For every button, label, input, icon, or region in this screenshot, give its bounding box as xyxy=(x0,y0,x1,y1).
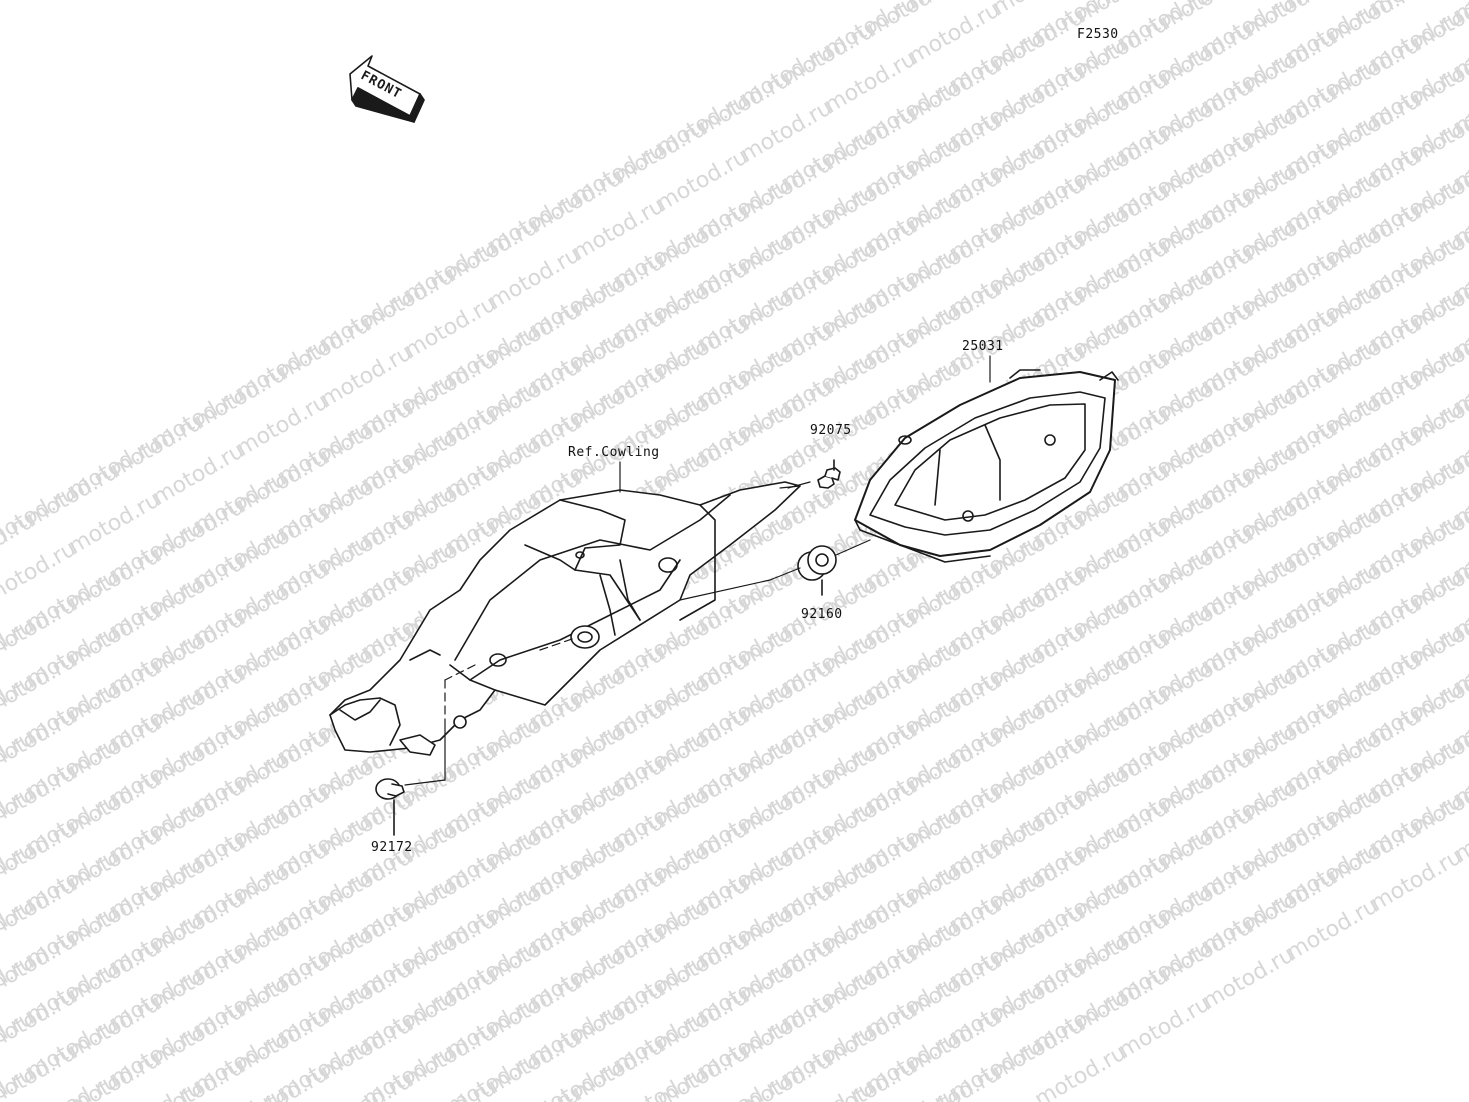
leader-lines xyxy=(404,355,991,786)
part-label-92160[interactable]: 92160 xyxy=(801,607,843,622)
bolt-92172-drawing xyxy=(375,778,405,836)
reference-cowling-label: Ref.Cowling xyxy=(568,445,660,460)
part-label-92075[interactable]: 92075 xyxy=(810,423,852,438)
meter-assembly-drawing xyxy=(854,369,1119,563)
cowling-bracket-drawing xyxy=(329,481,801,756)
grommet-92160-drawing xyxy=(797,545,837,596)
front-arrow-icon: FRONT xyxy=(349,55,425,123)
part-label-92172[interactable]: 92172 xyxy=(371,840,413,855)
screw-92075-drawing xyxy=(817,459,841,489)
part-label-25031[interactable]: 25031 xyxy=(962,339,1004,354)
diagram-code: F2530 xyxy=(1077,27,1119,42)
